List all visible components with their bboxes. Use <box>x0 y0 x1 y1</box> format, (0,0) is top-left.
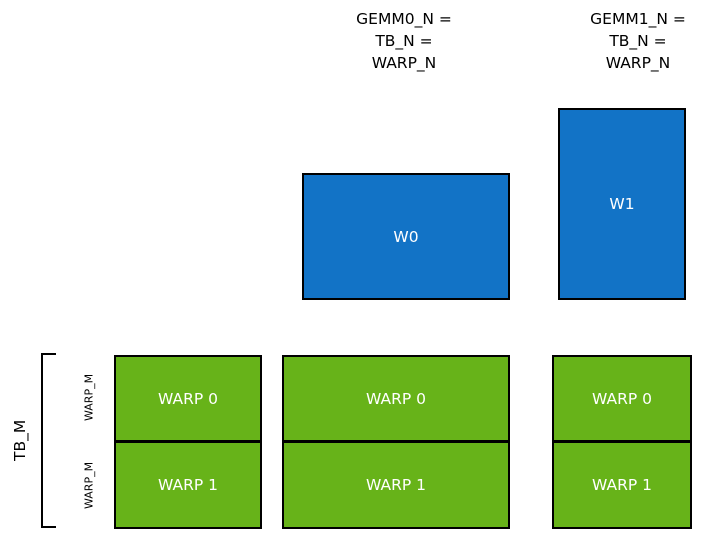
warp-cell-1-1: WARP 1 <box>114 442 262 529</box>
column-header-gemm1: GEMM1_N = TB_N = WARP_N <box>590 10 686 72</box>
warp-cell-3-0: WARP 0 <box>552 355 692 442</box>
warp-cell-1-0: WARP 0 <box>114 355 262 442</box>
warp-m-label-bottom: WARP_M <box>82 461 96 509</box>
warp-cell-3-0-label: WARP 0 <box>592 389 652 408</box>
tb-m-label: TB_M <box>11 419 29 462</box>
warp-cell-1-0-label: WARP 0 <box>158 389 218 408</box>
blue-box-w0-label: W0 <box>393 227 419 246</box>
warp-column-2: WARP 0 WARP 1 <box>282 355 510 529</box>
blue-box-w1-label: W1 <box>609 195 635 213</box>
warp-m-label-top: WARP_M <box>82 373 96 422</box>
warp-cell-2-1: WARP 1 <box>282 442 510 529</box>
warp-cell-3-1-label: WARP 1 <box>592 476 652 494</box>
blue-box-w0: W0 <box>302 173 510 300</box>
warp-column-3: WARP 0 WARP 1 <box>552 355 692 529</box>
warp-cell-2-1-label: WARP 1 <box>366 476 426 494</box>
warp-cell-2-0-label: WARP 0 <box>366 389 426 408</box>
warp-cell-2-0: WARP 0 <box>282 355 510 442</box>
warp-column-1: WARP 0 WARP 1 <box>114 355 262 529</box>
column-header-gemm0: GEMM0_N = TB_N = WARP_N <box>356 10 452 72</box>
warp-cell-3-1: WARP 1 <box>552 442 692 529</box>
warp-cell-1-1-label: WARP 1 <box>158 476 218 494</box>
blue-box-w1: W1 <box>558 108 686 300</box>
tb-m-bracket-icon <box>41 353 56 528</box>
